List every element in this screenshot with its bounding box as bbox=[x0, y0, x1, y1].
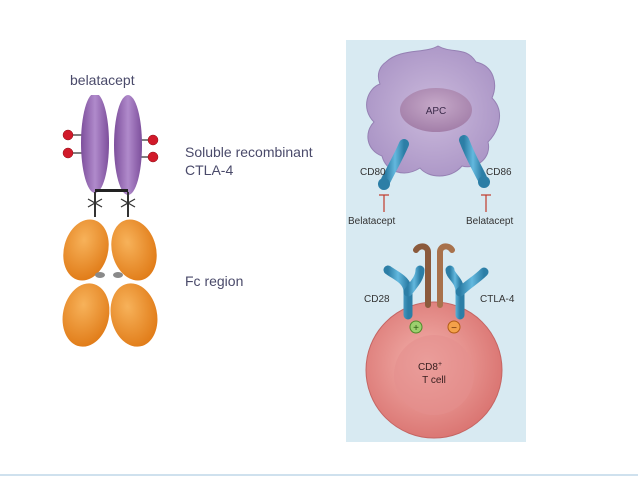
t-cell-label-line1: CD8+ bbox=[418, 361, 442, 373]
belatacept-molecule-diagram bbox=[62, 95, 159, 347]
belatacept-label-left: Belatacept bbox=[348, 216, 395, 227]
belatacept-label: belatacept bbox=[70, 72, 135, 88]
t-cell-label-line2: T cell bbox=[422, 375, 446, 386]
apc-label: APC bbox=[426, 106, 447, 117]
cd80-ligand bbox=[381, 139, 409, 185]
ctla4-domain-right bbox=[114, 95, 142, 195]
minus-signal-icon bbox=[447, 320, 461, 334]
fc-glycan-left bbox=[95, 272, 105, 278]
ctla4-label: CTLA-4 bbox=[480, 294, 515, 305]
footer-rule bbox=[0, 474, 638, 476]
fc-domain-upper-left bbox=[63, 219, 109, 281]
ctla4-domain-left bbox=[81, 95, 109, 193]
cd86-label: CD86 bbox=[486, 167, 512, 178]
belatacept-inhibition-left bbox=[379, 194, 389, 212]
tcr-receptor bbox=[413, 243, 455, 308]
belatacept-label-right: Belatacept bbox=[466, 216, 513, 227]
glycan-left bbox=[62, 129, 83, 159]
cd80-label: CD80 bbox=[360, 167, 386, 178]
cd28-label: CD28 bbox=[364, 294, 390, 305]
hinge-marks bbox=[87, 198, 136, 208]
mechanism-figure: APC CD80 CD86 Belatacept Belatacept CD8+… bbox=[346, 40, 526, 442]
t-cell-nucleus bbox=[394, 335, 474, 415]
fc-domain-upper-right bbox=[111, 219, 157, 281]
cd28-receptor bbox=[383, 265, 425, 320]
svg-text:+: + bbox=[413, 323, 419, 334]
fc-domain-lower-left bbox=[62, 283, 110, 347]
plus-signal-icon bbox=[409, 320, 423, 334]
apc-nucleus bbox=[400, 88, 472, 132]
ctla4-label-line1: Soluble recombinant bbox=[185, 144, 313, 160]
ctla4-label-line2: CTLA-4 bbox=[185, 162, 234, 178]
ctla4-receptor bbox=[445, 265, 489, 320]
fc-domain-lower-right bbox=[110, 283, 158, 347]
belatacept-inhibition-right bbox=[481, 194, 491, 212]
fc-region-label: Fc region bbox=[185, 273, 244, 289]
fc-glycan-right bbox=[113, 272, 123, 278]
hinge-disulfide-bond bbox=[95, 189, 128, 192]
cd86-ligand bbox=[459, 135, 487, 183]
svg-text:−: − bbox=[451, 323, 457, 334]
